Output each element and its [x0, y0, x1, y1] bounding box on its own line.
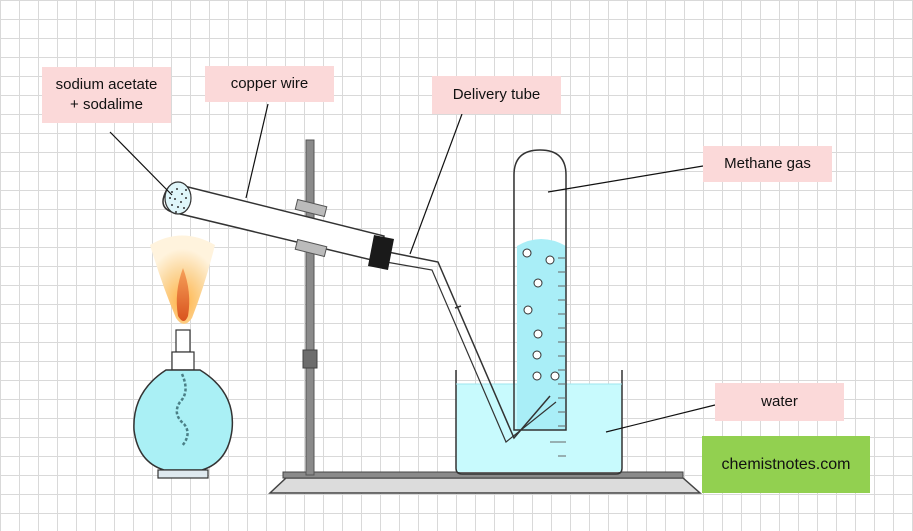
spirit-burner — [133, 329, 234, 479]
label-delivery-tube: Delivery tube — [432, 76, 561, 114]
delivery-tube — [385, 251, 557, 443]
collecting-tube — [513, 149, 567, 457]
pointer-lines — [109, 103, 716, 433]
label-sodium-acetate: sodium acetate + sodalime — [42, 67, 171, 123]
label-copper-wire: copper wire — [205, 66, 334, 102]
label-copper-text: copper wire — [230, 75, 309, 92]
brand-badge: chemistnotes.com — [702, 436, 870, 493]
label-sodium-line2: + sodalime — [70, 96, 143, 113]
label-sodium-line1: sodium acetate — [55, 76, 158, 93]
label-delivery-text: Delivery tube — [452, 86, 541, 103]
label-methane-gas: Methane gas — [703, 146, 832, 182]
retort-stand — [302, 139, 326, 476]
clamp-pads — [294, 198, 328, 258]
label-methane-text: Methane gas — [724, 155, 811, 172]
boiling-tube — [162, 181, 394, 270]
stand-base — [268, 471, 702, 494]
flame — [150, 235, 215, 324]
label-water-text: water — [761, 393, 798, 410]
label-water: water — [715, 383, 844, 421]
brand-text: chemistnotes.com — [721, 455, 851, 473]
gas-bubbles — [522, 248, 560, 381]
